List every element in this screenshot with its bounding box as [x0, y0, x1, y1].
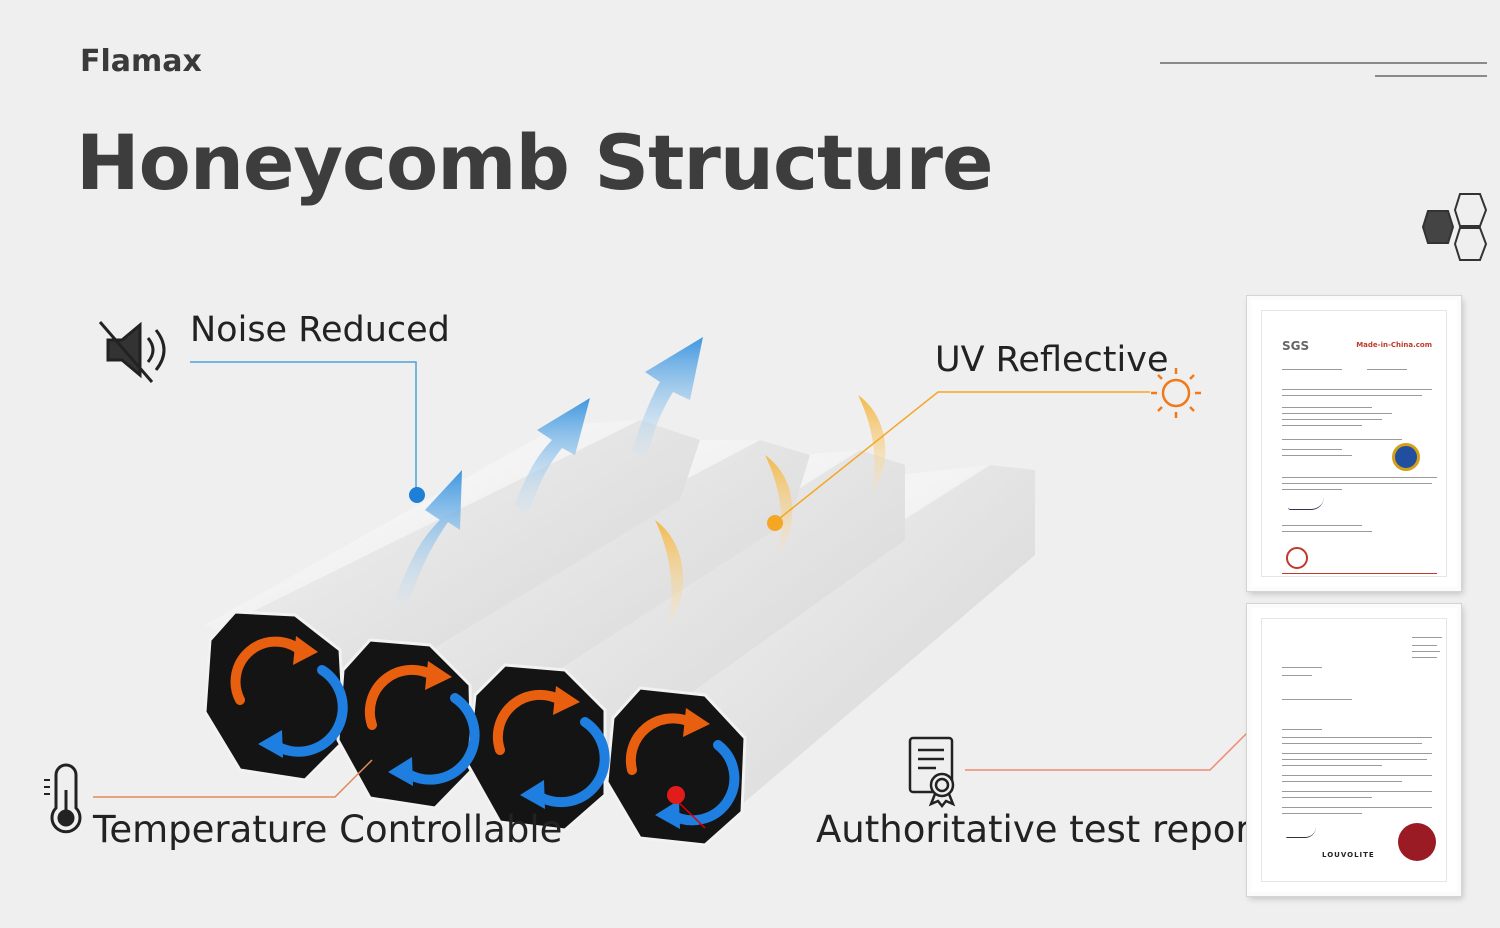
uv-reflective-label: UV Reflective [935, 340, 1169, 380]
certificate-icon [908, 736, 956, 809]
brand-name: Flamax [80, 44, 202, 79]
stamp-icon [1286, 547, 1308, 569]
mute-speaker-icon [98, 321, 166, 383]
temperature-callout [93, 759, 706, 829]
airflow-arrows [230, 636, 740, 829]
uv-waves [655, 395, 886, 625]
sun-icon [1151, 368, 1201, 418]
uv-callout [767, 391, 1150, 531]
page-title: Honeycomb Structure [76, 118, 993, 207]
louvolite-certificate: LOUVOLITE [1247, 604, 1461, 896]
wax-seal-icon [1398, 823, 1436, 861]
noise-arrows [395, 337, 703, 605]
sgs-certificate: SGS Made-in-China.com [1247, 296, 1461, 591]
hexagon-icon [1421, 193, 1488, 261]
made-in-china-logo: Made-in-China.com [1356, 341, 1432, 349]
noise-reduced-label: Noise Reduced [190, 310, 450, 350]
signature-icon [1286, 827, 1316, 838]
louvolite-logo: LOUVOLITE [1322, 851, 1375, 859]
gold-seal-icon [1392, 443, 1420, 471]
authoritative-report-label: Authoritative test report [816, 808, 1266, 851]
signature-icon [1288, 497, 1324, 510]
thermometer-icon [44, 763, 82, 834]
temperature-controllable-label: Temperature Controllable [93, 808, 563, 851]
noise-callout [190, 361, 425, 503]
sgs-logo: SGS [1282, 339, 1310, 353]
report-callout [965, 712, 1268, 771]
